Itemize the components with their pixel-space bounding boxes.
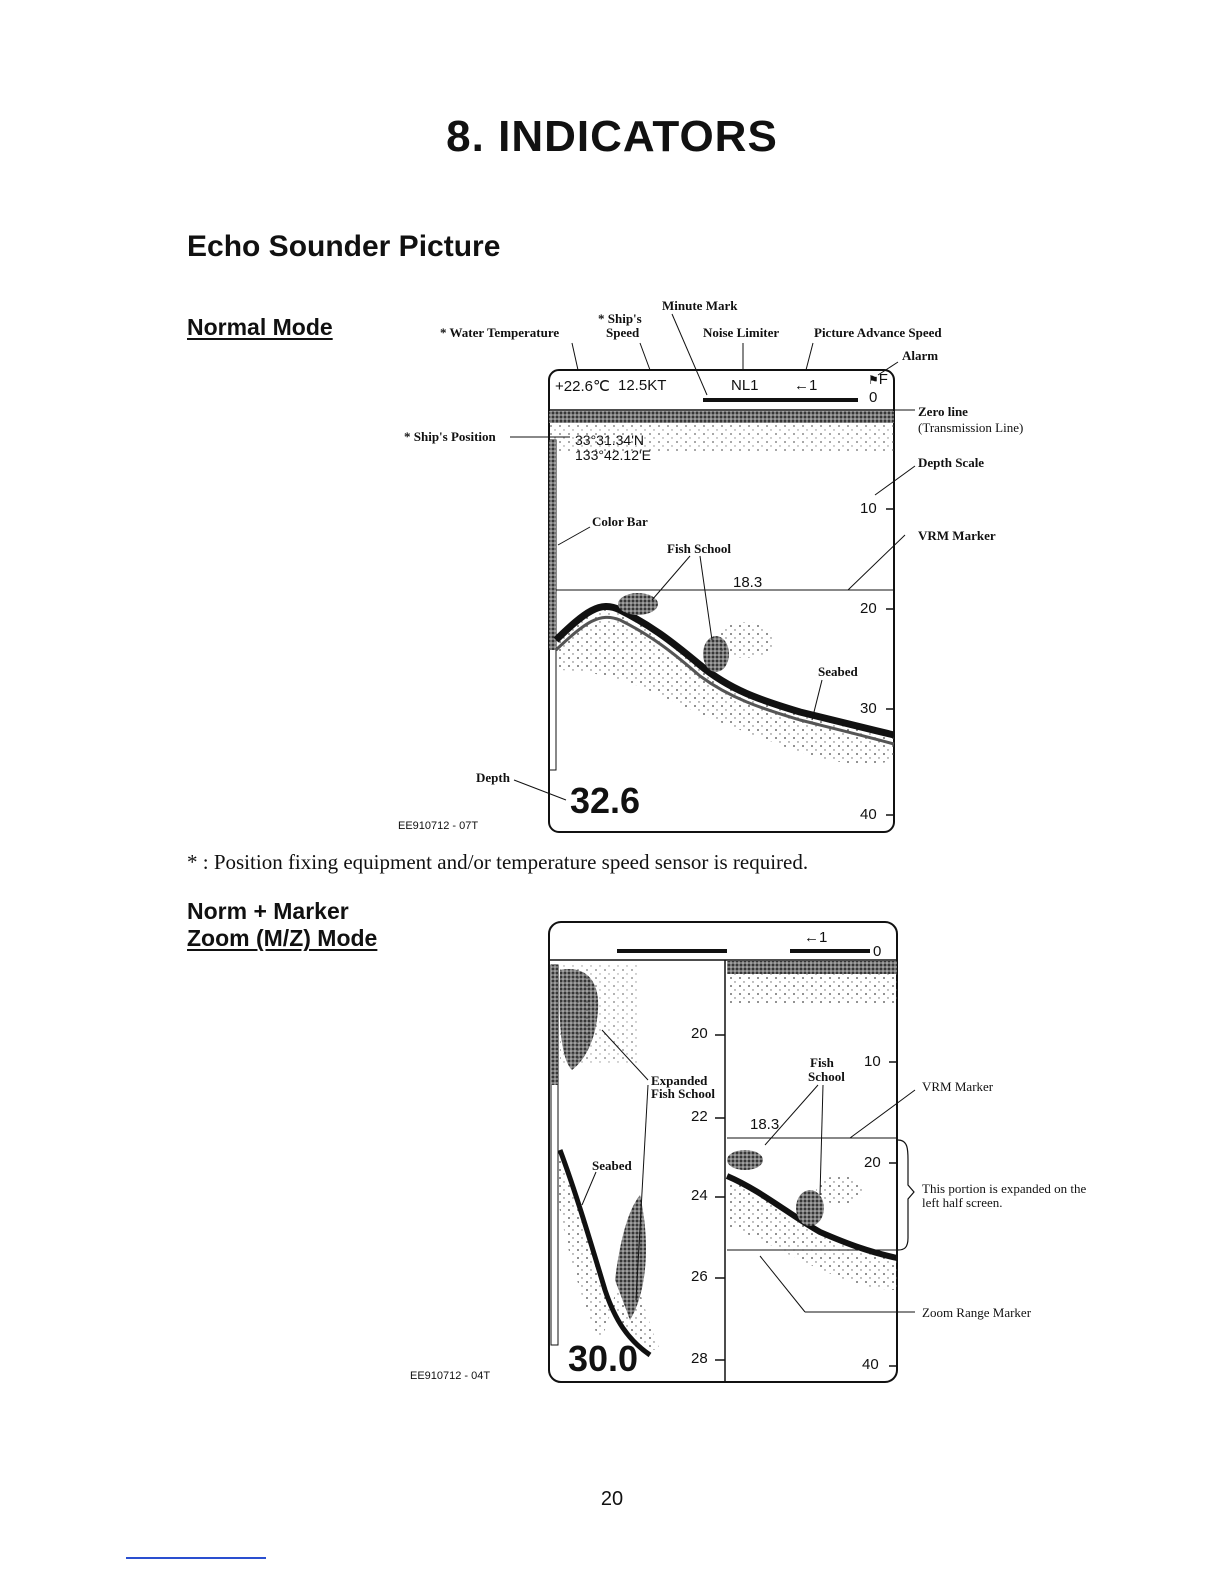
page-title: 8. INDICATORS xyxy=(446,112,778,161)
figure-id-normal: EE910712 - 07T xyxy=(398,820,479,832)
zoom-zero-label: 0 xyxy=(873,943,882,960)
scale-label-30: 30 xyxy=(860,700,877,717)
left-scale-24: 24 xyxy=(691,1187,708,1204)
callout-expanded-fish-school-2: Fish School xyxy=(651,1086,715,1101)
scale-label-10: 10 xyxy=(860,500,877,517)
footnote: * : Position fixing equipment and/or tem… xyxy=(187,850,809,874)
vrm-value: 18.3 xyxy=(733,574,763,591)
minute-mark-bar xyxy=(703,398,858,402)
zoom-vrm-value: 18.3 xyxy=(750,1116,780,1133)
callout-water-temperature: * Water Temperature xyxy=(440,325,560,340)
callout-minute-mark: Minute Mark xyxy=(662,298,738,313)
callout-seabed: Seabed xyxy=(818,664,858,679)
section-title: Echo Sounder Picture xyxy=(187,230,501,263)
callout-vrm-marker: VRM Marker xyxy=(918,528,996,543)
marker-zoom-heading-1: Norm + Marker xyxy=(187,898,349,924)
ship-speed-readout: 12.5KT xyxy=(618,377,667,394)
figure-id-zoom: EE910712 - 04T xyxy=(410,1370,491,1382)
bottom-rule xyxy=(126,1557,266,1559)
callout-depth: Depth xyxy=(476,770,510,785)
callout-expanded-fish-school-1: Expanded xyxy=(651,1073,708,1088)
callout-zoom-vrm-marker: VRM Marker xyxy=(922,1079,994,1094)
expanded-portion-bracket xyxy=(897,1139,915,1251)
zoom-screen-frame xyxy=(548,921,898,1383)
callout-zero-line-2: (Transmission Line) xyxy=(918,420,1024,435)
right-scale-40: 40 xyxy=(862,1356,879,1373)
water-temperature-readout: +22.6℃ xyxy=(555,378,610,395)
noise-limiter-readout: NL1 xyxy=(731,377,759,394)
callout-zero-line-1: Zero line xyxy=(918,404,968,419)
right-scale-10: 10 xyxy=(864,1053,881,1070)
callout-fish-school: Fish School xyxy=(667,541,731,556)
callout-picture-advance-speed: Picture Advance Speed xyxy=(814,325,942,340)
callout-noise-limiter: Noise Limiter xyxy=(703,325,780,340)
scale-label-40: 40 xyxy=(860,806,877,823)
callout-ships-position: * Ship's Position xyxy=(404,429,496,444)
depth-scale xyxy=(886,508,894,816)
marker-zoom-heading-2: Zoom (M/Z) Mode xyxy=(187,925,378,951)
left-scale-20: 20 xyxy=(691,1025,708,1042)
normal-mode-heading: Normal Mode xyxy=(187,314,333,340)
callout-expanded-portion: This portion is expanded on the left hal… xyxy=(922,1181,1087,1210)
alarm-flag-icon: ⚑F xyxy=(868,371,888,388)
fish-school-echo-1 xyxy=(618,593,658,615)
zero-label: 0 xyxy=(869,389,878,406)
latitude-readout: 33°31.34'N xyxy=(575,432,644,448)
depth-readout: 32.6 xyxy=(570,780,641,821)
callout-depth-scale: Depth Scale xyxy=(918,455,985,470)
alarm-letter: F xyxy=(878,371,888,388)
zoom-advance-speed-readout: ←1 xyxy=(804,929,828,946)
zoom-depth-readout: 30.0 xyxy=(568,1338,639,1379)
callout-ships-speed-1: * Ship's xyxy=(598,311,642,326)
callout-fish-school-1: Fish xyxy=(810,1055,834,1070)
callout-alarm: Alarm xyxy=(902,348,939,363)
zero-line-band xyxy=(549,411,894,423)
scale-label-20: 20 xyxy=(860,600,877,617)
longitude-readout: 133°42.12'E xyxy=(575,447,652,463)
left-scale-28: 28 xyxy=(691,1350,708,1367)
callout-ships-speed-2: Speed xyxy=(606,325,640,340)
callout-zoom-seabed: Seabed xyxy=(592,1158,632,1173)
left-scale-22: 22 xyxy=(691,1108,708,1125)
callout-fish-school-2: School xyxy=(808,1069,845,1084)
right-scale-20: 20 xyxy=(864,1154,881,1171)
page-number: 20 xyxy=(600,1488,624,1510)
left-scale-26: 26 xyxy=(691,1268,708,1285)
callout-zoom-range-marker: Zoom Range Marker xyxy=(922,1305,1032,1320)
advance-speed-readout: ←1 xyxy=(794,377,818,394)
callout-color-bar: Color Bar xyxy=(592,514,648,529)
